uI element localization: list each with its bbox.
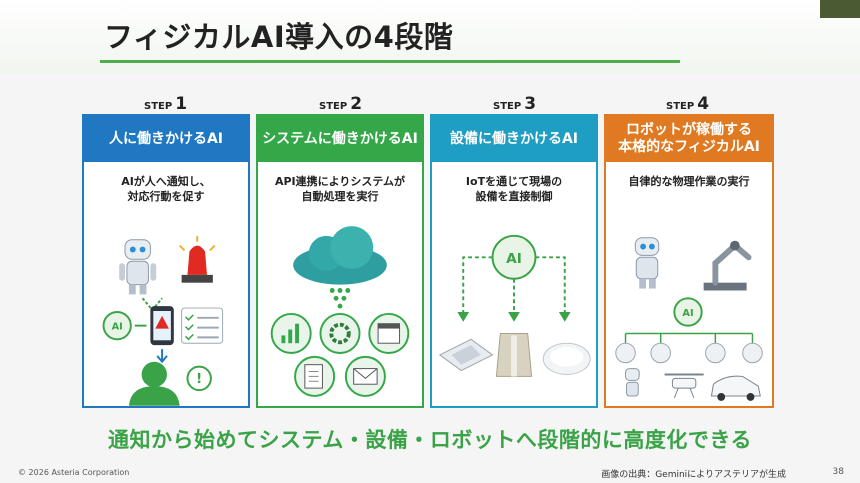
ai-brain-label: AI <box>112 322 123 333</box>
person-icon <box>128 361 180 406</box>
ai-brain-icon <box>673 297 703 327</box>
svg-text:!: ! <box>196 371 202 387</box>
cloud-icon <box>293 226 387 285</box>
drone-icon <box>664 373 704 399</box>
checklist-icon <box>181 307 224 344</box>
ai-brain-icon <box>102 310 132 341</box>
gear-icon <box>319 312 361 354</box>
page-number: 38 <box>832 467 844 477</box>
title-underline <box>100 60 680 63</box>
arrow-down-icon-2 <box>156 349 168 364</box>
connector-lines <box>624 332 754 344</box>
step-card-4: ロボットが稼働する 本格的なフィジカルAI 自律的な物理作業の実行 AI <box>604 114 774 408</box>
autonomous-car-icon <box>710 375 761 401</box>
data-dots-icon <box>329 288 351 309</box>
robot-icon <box>119 239 157 295</box>
slide-title: フィジカルAI導入の4段階 <box>104 20 454 54</box>
document-pen-icon <box>294 355 336 397</box>
arrow-heads <box>457 311 571 322</box>
robot-head-icon <box>650 342 671 364</box>
mail-icon <box>344 355 386 397</box>
step-3-illustration: AI <box>438 234 591 377</box>
step-card-4-desc: 自律的な物理作業の実行 <box>628 175 750 188</box>
step-card-3-desc: IoTを通じて現場の 設備を直接制御 <box>465 175 563 203</box>
step-card-4-header: ロボットが稼働する 本格的なフィジカルAI <box>606 116 772 162</box>
step-1-illustration: AI ! <box>102 235 224 406</box>
chart-growth-icon <box>270 312 312 354</box>
step-card-2: システムに働きかけるAI API連携によりシステムが 自動処理を実行 <box>256 114 424 408</box>
robot-icon <box>634 237 660 289</box>
calendar-icon <box>705 342 726 364</box>
step-card-2-desc: API連携によりシステムが 自動処理を実行 <box>274 175 406 203</box>
webcam-thumbnail <box>820 0 860 18</box>
copyright: © 2026 Asteria Corporation <box>18 468 130 477</box>
step-card-3-header: 設備に働きかけるAI <box>432 116 596 162</box>
tagline: 通知から始めてシステム・設備・ロボットへ段階的に高度化できる <box>108 428 752 452</box>
step-card-1-desc: AIが人へ通知し、 対応行動を促す <box>121 175 211 203</box>
calendar-icon <box>368 312 410 354</box>
step-card-2-header: システムに働きかけるAI <box>258 116 422 162</box>
exclamation-bubble-icon: ! <box>186 365 212 392</box>
ceiling-light-icon <box>542 342 591 375</box>
robot-arm-icon <box>703 240 752 291</box>
step-card-1-header: 人に働きかけるAI <box>84 116 248 162</box>
vacuum-robot-icon <box>742 342 763 364</box>
ai-brain-label: AI <box>506 251 522 267</box>
step-card-3: 設備に働きかけるAI IoTを通じて現場の 設備を直接制御 AI <box>430 114 598 408</box>
ai-brain-label: AI <box>682 308 693 319</box>
smartphone-alert-icon <box>150 306 174 346</box>
air-conditioner-icon <box>438 338 494 372</box>
automatic-door-icon <box>495 332 533 377</box>
step-card-1: 人に働きかけるAI AIが人へ通知し、 対応行動を促す AI <box>82 114 250 408</box>
step-4-illustration: AI <box>615 237 763 401</box>
alarm-light-icon <box>178 235 216 283</box>
image-source-note: 画像の出典：Geminiによりアステリアが生成 <box>601 470 786 480</box>
small-robot-icon <box>625 368 640 397</box>
machine-icon <box>615 342 636 364</box>
step-2-illustration <box>270 226 410 397</box>
